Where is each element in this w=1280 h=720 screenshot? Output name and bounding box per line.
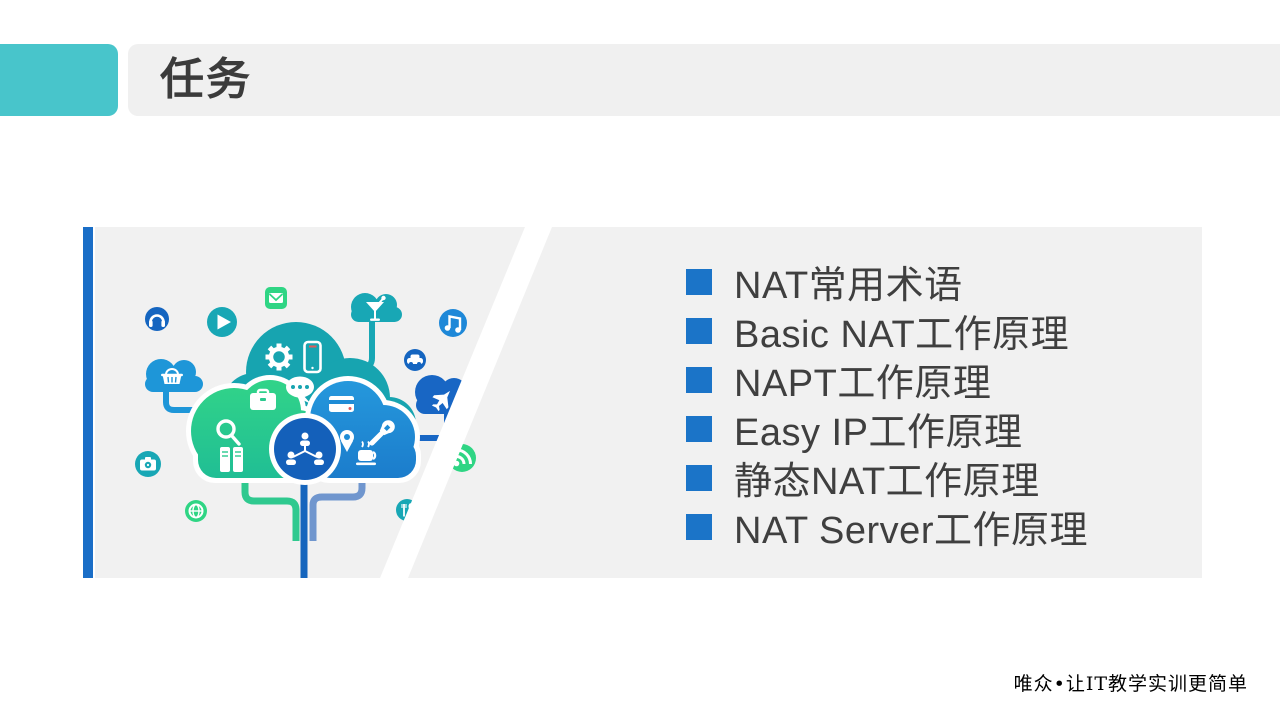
smartphone-icon	[303, 340, 322, 374]
search-icon	[216, 419, 241, 446]
list-item: 静态NAT工作原理	[686, 453, 1088, 503]
bullet-square-icon	[686, 317, 712, 344]
list-item-text: NAPT工作原理	[734, 363, 992, 405]
list-item: Basic NAT工作原理	[686, 306, 1088, 356]
bullet-square-icon	[686, 464, 712, 491]
credit-card-icon	[329, 396, 354, 412]
list-item: NAT Server工作原理	[686, 502, 1088, 552]
list-item-text: Basic NAT工作原理	[734, 314, 1070, 356]
bullet-square-icon	[686, 268, 712, 295]
location-pin-icon	[340, 430, 354, 452]
accent-block	[0, 44, 118, 116]
play-icon	[207, 307, 237, 337]
list-item-text: 静态NAT工作原理	[734, 461, 1040, 503]
headphones-icon	[145, 307, 169, 331]
bullet-square-icon	[686, 415, 712, 442]
globe-icon	[185, 500, 207, 522]
coffee-icon	[356, 440, 377, 466]
list-item-text: Easy IP工作原理	[734, 412, 1023, 454]
bullet-square-icon	[686, 513, 712, 540]
topic-list: NAT常用术语 Basic NAT工作原理 NAPT工作原理 Easy IP工作…	[686, 257, 1088, 552]
shopping-basket-icon	[145, 359, 203, 392]
network-share-icon	[286, 432, 324, 465]
chat-icon	[286, 376, 314, 404]
footer-slogan: 唯众•让IT教学实训更简单	[1013, 673, 1248, 695]
mail-icon	[265, 287, 287, 309]
page-title: 任务	[160, 55, 252, 104]
wrench-icon	[369, 420, 395, 446]
list-item: Easy IP工作原理	[686, 404, 1088, 454]
list-item-text: NAT Server工作原理	[734, 510, 1088, 552]
diagonal-slash	[380, 227, 552, 578]
list-item: NAPT工作原理	[686, 355, 1088, 405]
cloud-illustration	[135, 227, 552, 578]
books-icon	[220, 447, 243, 472]
list-item-text: NAT常用术语	[734, 265, 963, 307]
bullet-square-icon	[686, 366, 712, 393]
cocktail-icon	[351, 293, 402, 322]
camera-icon	[135, 451, 161, 477]
list-item: NAT常用术语	[686, 257, 1088, 307]
music-icon	[439, 309, 467, 337]
header-bar	[128, 44, 1280, 116]
gear-icon	[265, 343, 293, 371]
panel-left-bar	[83, 227, 93, 578]
briefcase-icon	[250, 388, 276, 410]
car-icon	[404, 349, 426, 371]
